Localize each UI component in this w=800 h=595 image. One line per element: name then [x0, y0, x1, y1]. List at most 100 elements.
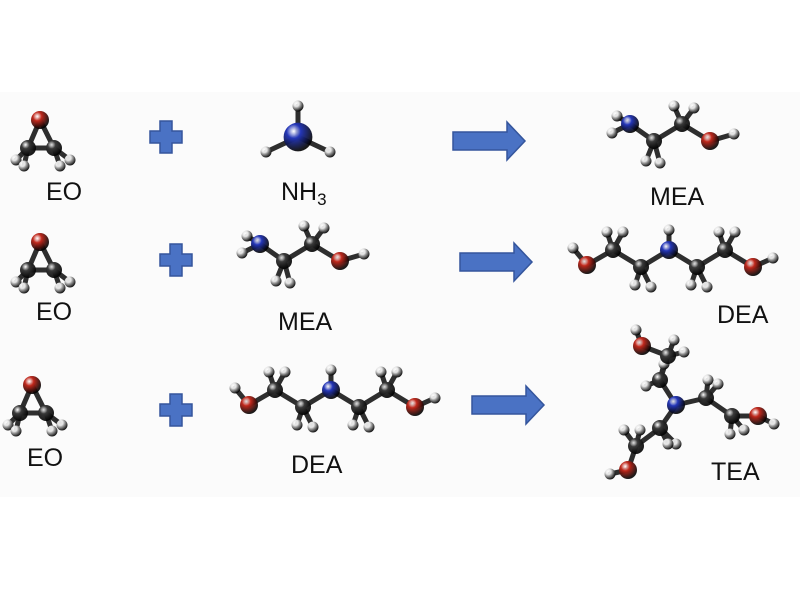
plus-shape: [149, 120, 183, 154]
carbon-atom: [628, 438, 644, 454]
hydrogen-atom: [46, 425, 58, 437]
hydrogen-atom: [375, 366, 387, 378]
row2-reactant2-label: MEA: [278, 308, 333, 336]
carbon-atom: [646, 133, 662, 149]
carbon-atom: [351, 399, 367, 415]
hydrogen-atom: [767, 252, 779, 264]
hydrogen-atom: [678, 346, 690, 358]
carbon-atom: [717, 242, 733, 258]
hydrogen-atom: [18, 160, 30, 172]
nitrogen-atom: [251, 235, 269, 253]
carbon-atom: [20, 140, 36, 156]
hydrogen-atom: [611, 110, 623, 122]
nitrogen-atom: [667, 396, 685, 414]
hydrogen-atom: [645, 281, 657, 293]
hydrogen-atom: [685, 279, 697, 291]
hydrogen-atom: [391, 366, 403, 378]
hydrogen-atom: [54, 160, 66, 172]
hydrogen-atom: [688, 102, 700, 114]
arrow-shape: [459, 241, 534, 283]
carbon-atom: [295, 399, 311, 415]
oxygen-atom: [31, 111, 49, 129]
hydrogen-atom: [617, 226, 629, 238]
oxygen-atom: [749, 407, 767, 425]
right-arrow-icon: [471, 384, 546, 426]
right-arrow-icon: [459, 241, 534, 283]
oxygen-atom: [701, 132, 719, 150]
hydrogen-atom: [606, 127, 618, 139]
hydrogen-atom: [640, 155, 652, 167]
ethylene-oxide-row1: [10, 111, 76, 172]
hydrogen-atom: [241, 230, 253, 242]
hydrogen-atom: [347, 419, 359, 431]
hydrogen-atom: [630, 324, 642, 336]
hydrogen-atom: [18, 282, 30, 294]
carbon-atom: [267, 382, 283, 398]
row2-reactant1-label: EO: [36, 298, 73, 326]
row1-product-label: MEA: [650, 183, 705, 211]
oxygen-atom: [619, 461, 637, 479]
hydrogen-atom: [662, 438, 674, 450]
hydrogen-atom: [358, 248, 370, 260]
ammonia-molecule: [260, 100, 336, 158]
nitrogen-atom: [283, 122, 313, 152]
hydrogen-atom: [291, 419, 303, 431]
hydrogen-atom: [670, 438, 682, 450]
hydrogen-atom: [54, 282, 66, 294]
hydrogen-atom: [324, 146, 336, 158]
oxygen-atom: [23, 376, 41, 394]
hydrogen-atom: [318, 222, 330, 234]
hydrogen-atom: [325, 364, 337, 376]
row1-reactant1-label: EO: [46, 178, 83, 206]
hydrogen-atom: [260, 146, 272, 158]
carbon-atom: [660, 348, 676, 364]
hydrogen-atom: [713, 226, 725, 238]
hydrogen-atom: [712, 378, 724, 390]
plus-icon: [159, 393, 193, 427]
hydrogen-atom: [668, 100, 680, 112]
carbon-atom: [633, 259, 649, 275]
carbon-atom: [12, 405, 28, 421]
right-arrow-icon: [452, 120, 527, 162]
plus-shape: [159, 393, 193, 427]
hydrogen-atom: [298, 220, 310, 232]
hydrogen-atom: [270, 275, 282, 287]
mea-reactant-row2: [236, 220, 370, 289]
hydrogen-atom: [724, 428, 736, 440]
hydrogen-atom: [279, 366, 291, 378]
hydrogen-atom: [292, 100, 304, 112]
hydrogen-atom: [64, 154, 76, 166]
hydrogen-atom: [263, 366, 275, 378]
carbon-atom: [698, 390, 714, 406]
carbon-atom: [304, 236, 320, 252]
hydrogen-atom: [701, 281, 713, 293]
hydrogen-atom: [738, 424, 750, 436]
row2-product-label: DEA: [717, 301, 769, 329]
ethylene-oxide-row3: [2, 376, 68, 437]
hydrogen-atom: [604, 468, 616, 480]
oxygen-atom: [406, 398, 424, 416]
hydrogen-atom: [307, 421, 319, 433]
nitrogen-atom: [660, 241, 678, 259]
hydrogen-atom: [702, 374, 714, 386]
carbon-atom: [379, 382, 395, 398]
carbon-atom: [46, 262, 62, 278]
hydrogen-atom: [10, 425, 22, 437]
hydrogen-atom: [768, 418, 780, 430]
oxygen-atom: [633, 337, 651, 355]
hydrogen-atom: [429, 392, 441, 404]
arrow-shape: [471, 384, 546, 426]
carbon-atom: [674, 116, 690, 132]
mea-product-row1: [606, 100, 740, 169]
oxygen-atom: [578, 256, 596, 274]
dea-reactant-row3: [229, 364, 441, 433]
arrow-shape: [452, 120, 527, 162]
hydrogen-atom: [10, 276, 22, 288]
hydrogen-atom: [64, 276, 76, 288]
carbon-atom: [689, 259, 705, 275]
oxygen-atom: [240, 396, 258, 414]
hydrogen-atom: [618, 424, 630, 436]
tea-product-row3: [604, 324, 780, 480]
hydrogen-atom: [668, 334, 680, 346]
nitrogen-atom: [322, 381, 340, 399]
